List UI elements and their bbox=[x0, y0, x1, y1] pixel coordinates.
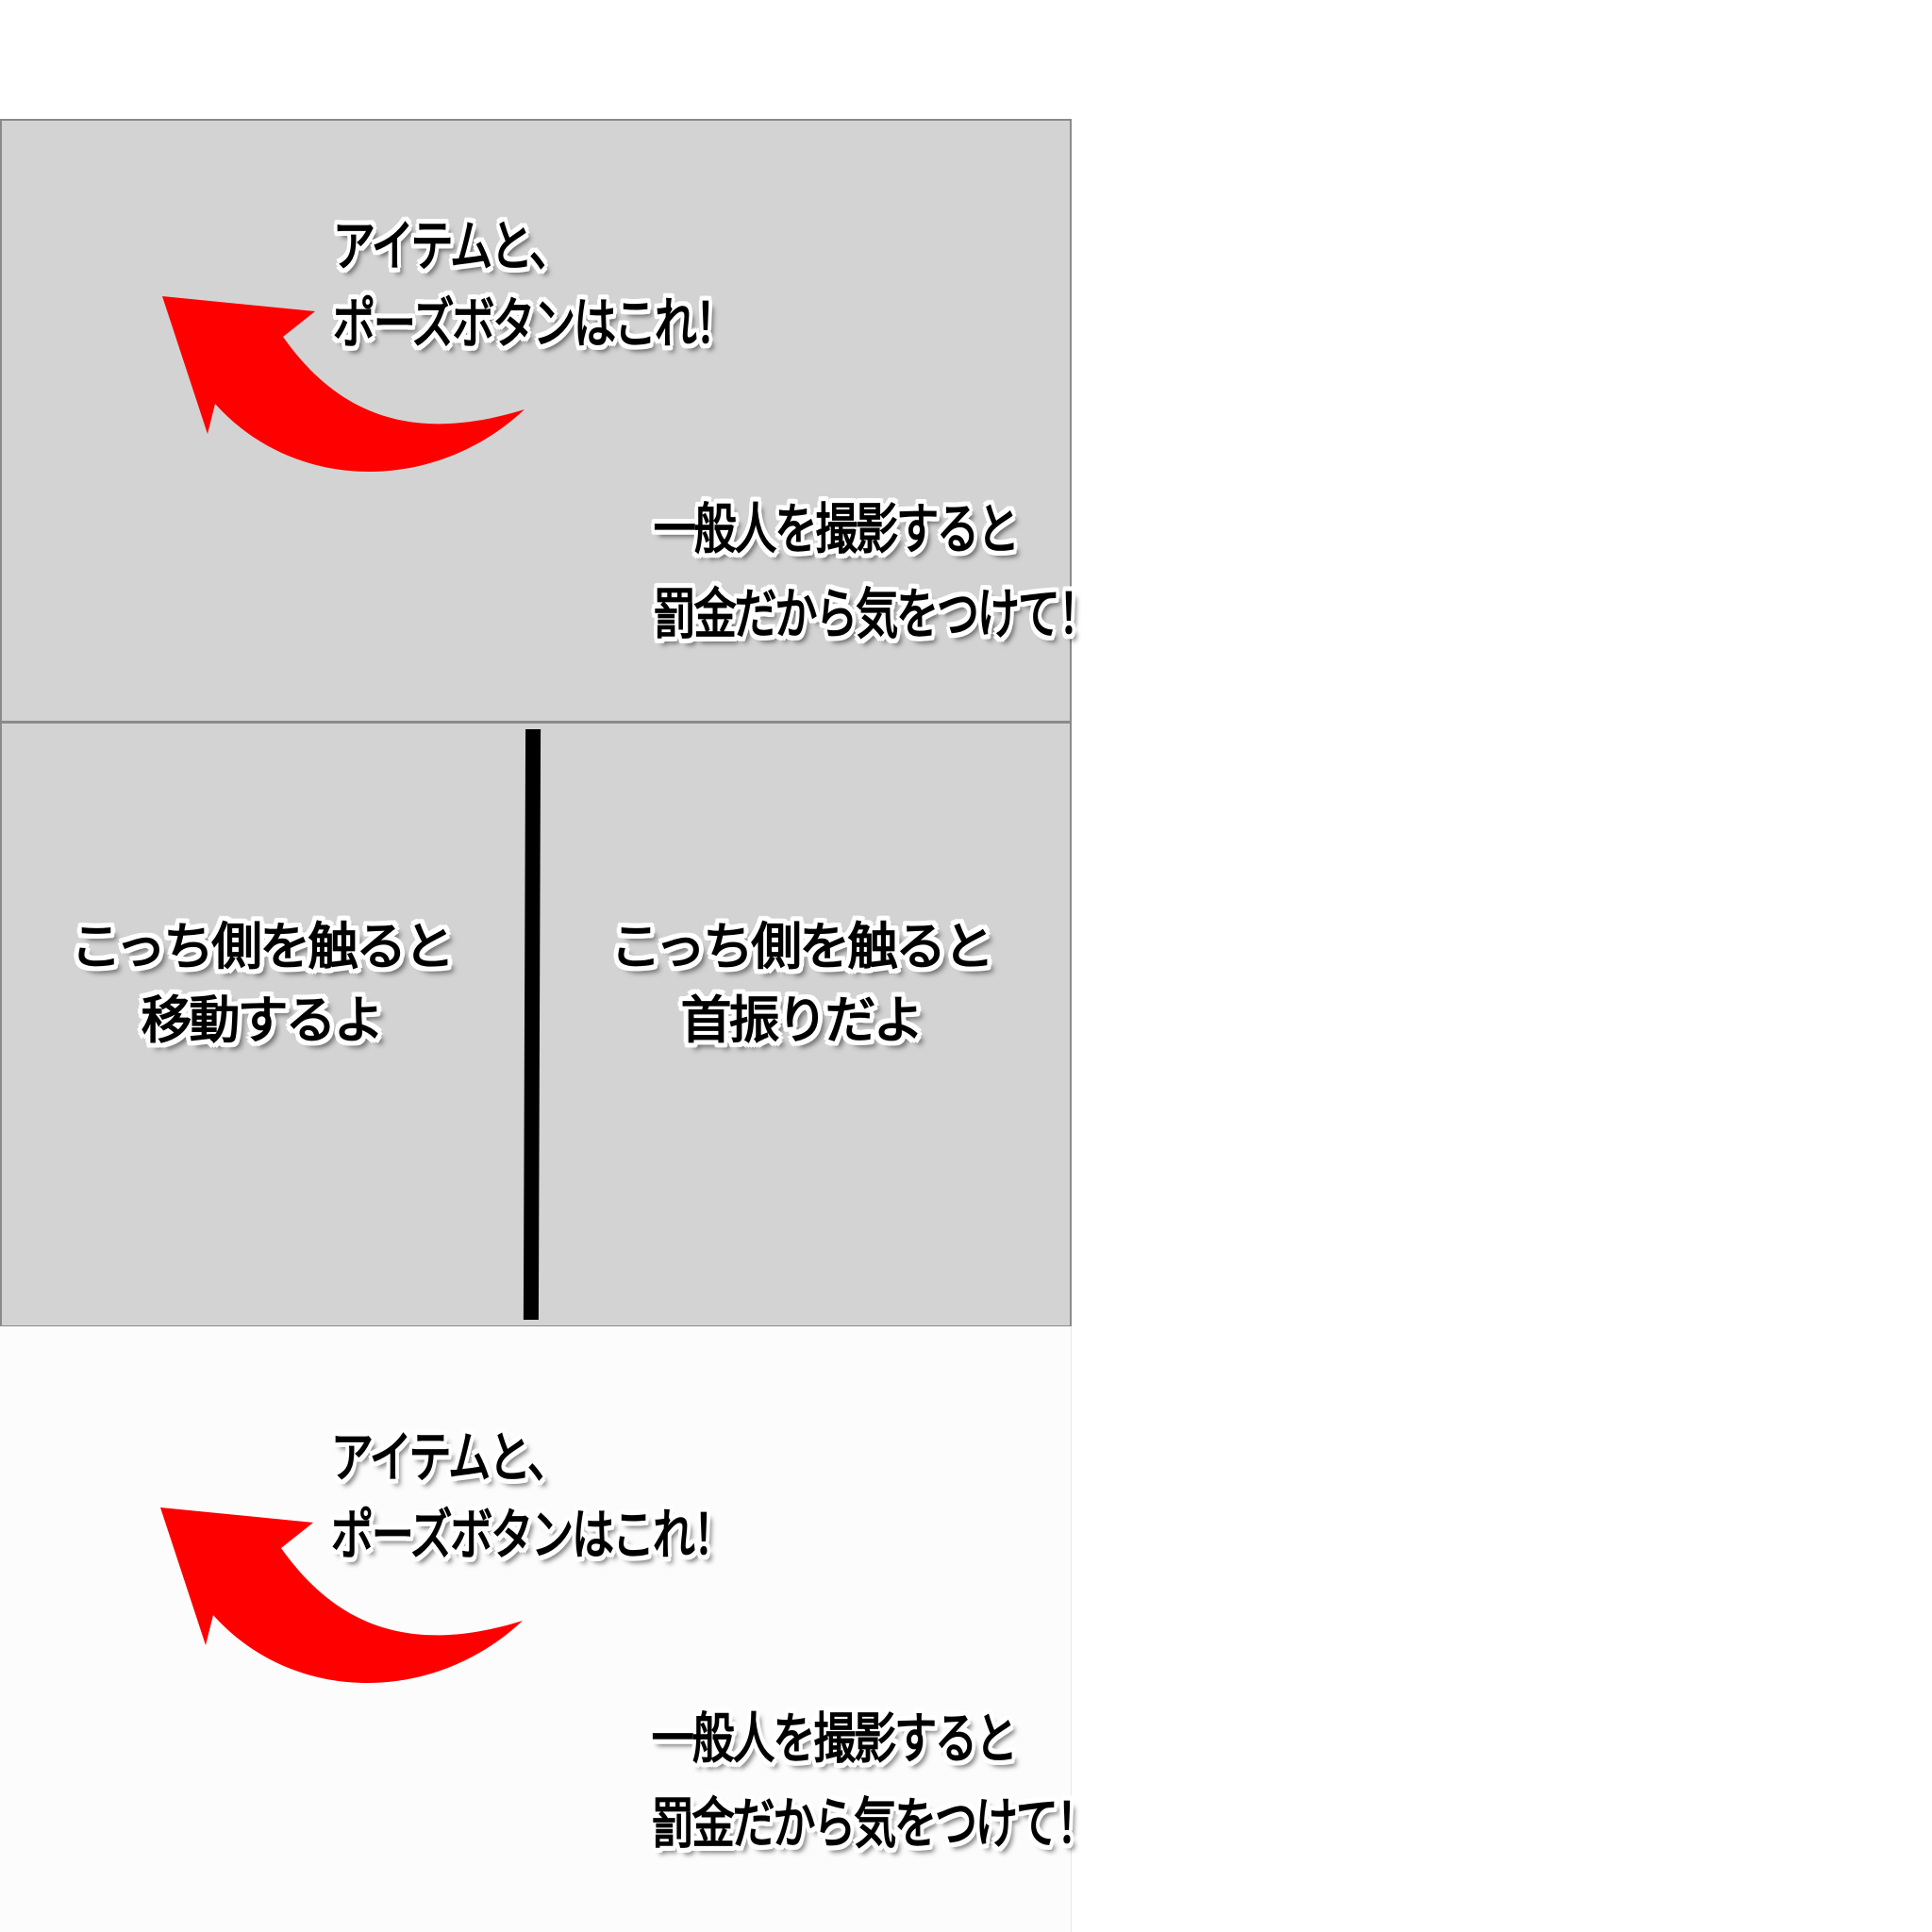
caption-line: 移動するよ bbox=[141, 991, 385, 1050]
caption-line: ポーズボタンはこれ！ bbox=[332, 291, 738, 356]
tutorial-panel-bottom: アイテムと、 ポーズボタンはこれ！ 一般人を撮影すると 罰金だから気をつけて！ bbox=[0, 1326, 1099, 1932]
tutorial-panel-top: アイテムと、 ポーズボタンはこれ！ 一般人を撮影すると 罰金だから気をつけて！ bbox=[0, 119, 1101, 723]
caption-line: 首振りだよ bbox=[680, 991, 924, 1050]
warning-caption: 一般人を撮影すると 罰金だから気をつけて！ bbox=[653, 487, 1101, 657]
curved-arrow-icon bbox=[160, 1507, 523, 1684]
caption-line: 罰金だから気をつけて！ bbox=[651, 1791, 1099, 1856]
look-caption: こっち側を触ると 首振りだよ bbox=[598, 910, 1004, 1058]
warning-caption: 一般人を撮影すると 罰金だから気をつけて！ bbox=[651, 1696, 1099, 1866]
caption-line: 一般人を撮影すると bbox=[651, 1707, 1018, 1771]
curved-arrow-icon bbox=[162, 296, 525, 473]
caption-line: アイテムと、 bbox=[330, 1425, 570, 1490]
caption-line: 罰金だから気をつけて！ bbox=[653, 582, 1101, 646]
tutorial-panel-controls: こっち側を触ると 移動するよ こっち側を触ると 首振りだよ bbox=[0, 722, 1072, 1327]
item-pause-caption: アイテムと、 ポーズボタンはこれ！ bbox=[330, 1419, 736, 1574]
caption-line: 一般人を撮影すると bbox=[653, 497, 1020, 561]
caption-line: ポーズボタンはこれ！ bbox=[330, 1503, 736, 1567]
move-caption: こっち側を触ると 移動するよ bbox=[58, 910, 464, 1058]
screen-divider bbox=[523, 729, 541, 1320]
caption-line: こっち側を触ると bbox=[609, 917, 994, 976]
caption-line: こっち側を触ると bbox=[70, 917, 455, 976]
caption-line: アイテムと、 bbox=[332, 214, 572, 278]
item-pause-caption: アイテムと、 ポーズボタンはこれ！ bbox=[332, 208, 738, 362]
